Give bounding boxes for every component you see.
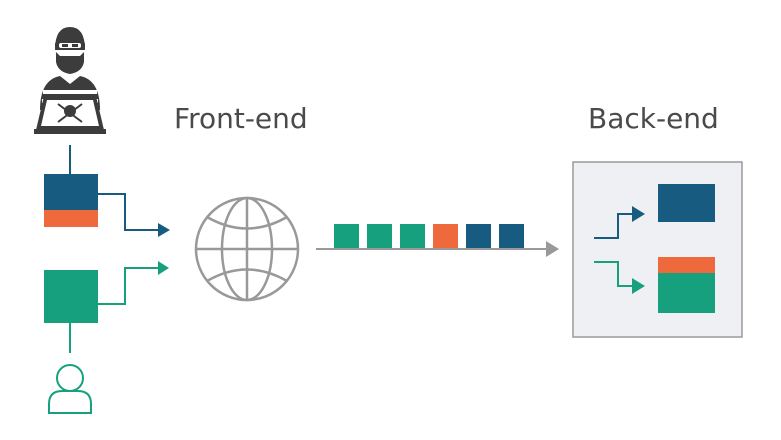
- packet-green: [334, 224, 359, 249]
- hacker-icon: [34, 27, 106, 134]
- frontend-label: Front-end: [174, 102, 308, 135]
- backend-payload-block: [658, 257, 715, 273]
- backend-label: Back-end: [588, 102, 719, 135]
- globe-icon: [194, 196, 300, 302]
- backend-attacker-arrowhead: [632, 206, 645, 222]
- user-arrowhead: [158, 261, 169, 275]
- legit-request-block: [44, 270, 98, 323]
- user-arrow: [98, 267, 160, 305]
- attacker-arrow: [98, 193, 160, 231]
- user-icon: [48, 364, 92, 414]
- backend-green-block: [658, 273, 715, 313]
- packet-blue: [499, 224, 524, 249]
- packet-orange: [433, 224, 458, 249]
- packet-green: [400, 224, 425, 249]
- malicious-request-block: [44, 174, 98, 210]
- packet-green: [367, 224, 392, 249]
- stream-arrowhead: [546, 241, 559, 257]
- backend-attacker-arrow: [594, 213, 632, 239]
- attacker-arrowhead: [158, 223, 170, 237]
- backend-user-arrowhead: [632, 278, 645, 294]
- backend-user-arrow: [594, 261, 632, 287]
- backend-blue-block: [658, 184, 715, 222]
- packet-blue: [466, 224, 491, 249]
- backend-box: [572, 161, 743, 338]
- malicious-payload-block: [44, 210, 98, 227]
- packet-stream: [334, 224, 524, 249]
